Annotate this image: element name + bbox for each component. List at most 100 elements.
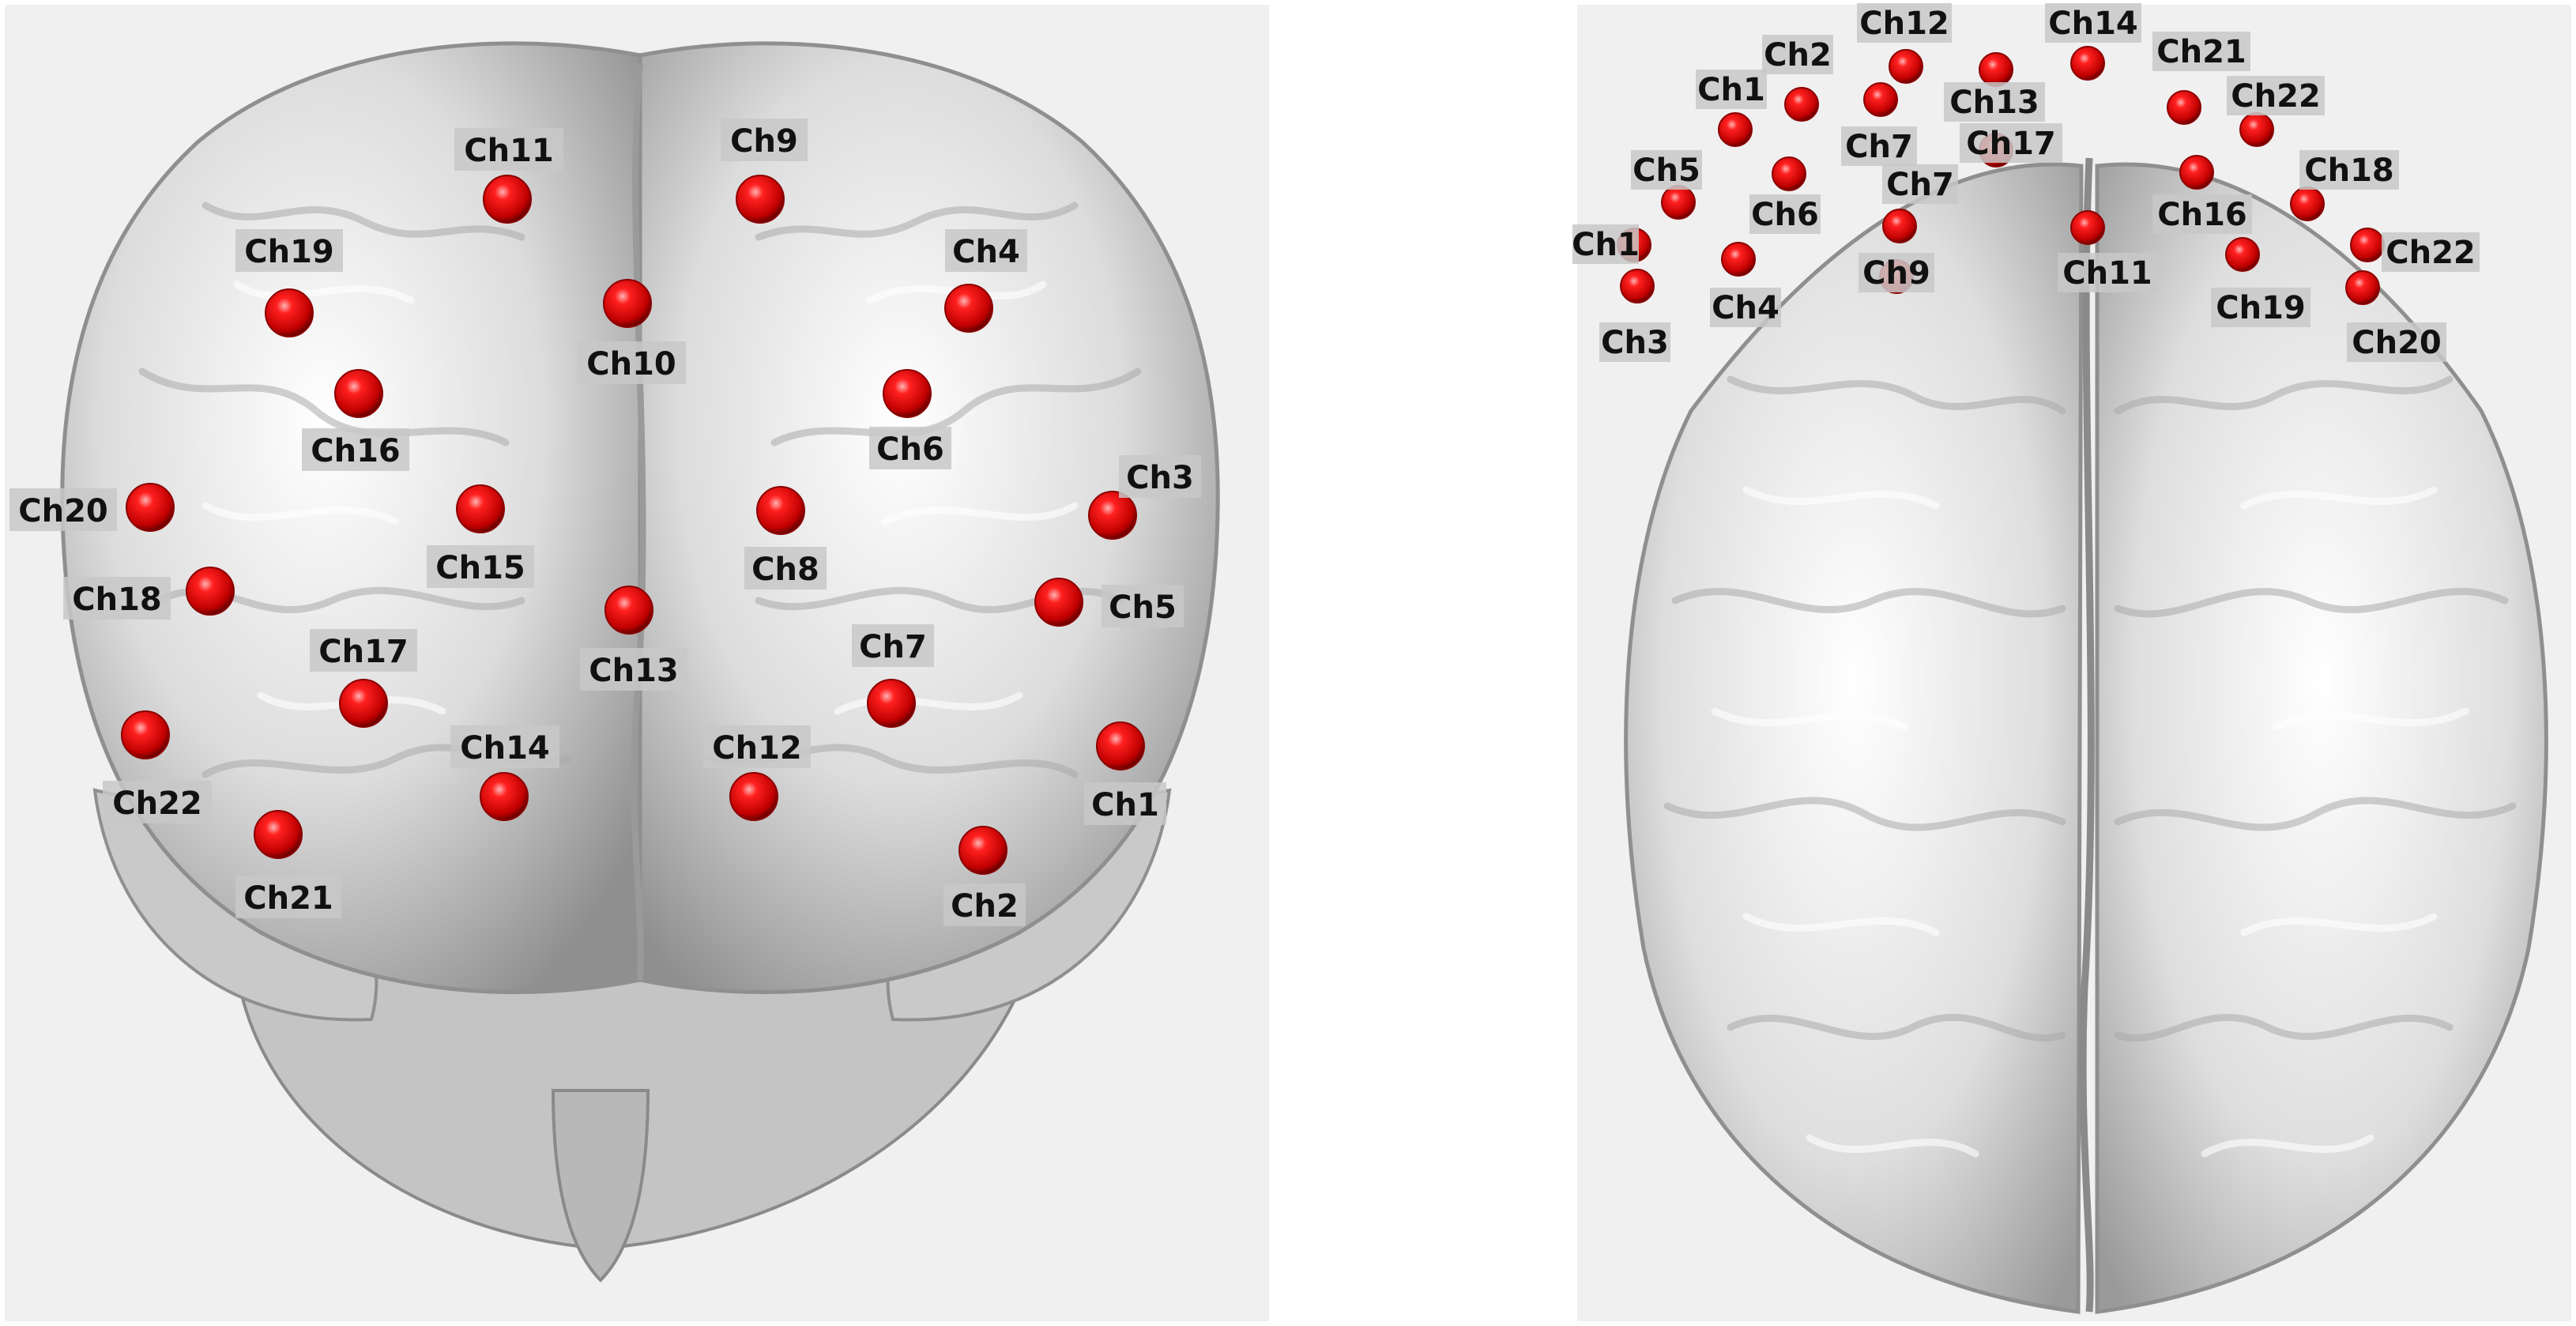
channel-label-ch12: Ch12 <box>712 730 802 767</box>
electrode-ch22 <box>121 710 170 759</box>
electrode-ch10 <box>603 279 652 328</box>
channel-label-ch3: Ch3 <box>1126 460 1194 496</box>
channel-label-bg <box>1119 455 1201 498</box>
electrode-ch12 <box>729 772 778 821</box>
channel-label-bg <box>1631 150 1702 190</box>
electrode-ch21 <box>2167 90 2201 125</box>
channel-label-ch13: Ch13 <box>589 653 679 689</box>
channel-label-bg <box>744 547 827 590</box>
electrode-ch15 <box>456 484 505 533</box>
electrode-ch18 <box>2290 186 2325 221</box>
channel-label-ch10: Ch10 <box>586 346 676 382</box>
channel-label-bg <box>2299 150 2399 190</box>
channel-label-bg <box>1944 82 2045 122</box>
channel-label-bg <box>943 883 1026 926</box>
channel-label-ch16: Ch16 <box>311 433 401 469</box>
channel-label-ch15: Ch15 <box>435 550 525 586</box>
electrode-ch4 <box>944 284 993 333</box>
channel-label-ch6: Ch6 <box>876 431 944 468</box>
channel-label-ch12: Ch12 <box>1859 6 1949 42</box>
channel-label-bg <box>2227 76 2325 115</box>
channel-label-ch17: Ch17 <box>1966 126 2056 162</box>
channel-label-ch6: Ch6 <box>1751 197 1819 233</box>
channel-label-bg <box>580 648 687 691</box>
channel-label-bg <box>2152 194 2252 234</box>
electrode-ch13 <box>1979 52 2013 87</box>
channel-label-bg <box>1572 224 1639 264</box>
channel-label-bg <box>310 629 417 672</box>
channel-label-bg <box>1857 3 1952 43</box>
channel-label-bg <box>1599 322 1670 362</box>
channel-label-ch14: Ch14 <box>2048 6 2138 42</box>
channel-label-bg <box>1960 123 2062 163</box>
channel-label-ch16: Ch16 <box>2157 197 2247 233</box>
channel-label-ch18: Ch18 <box>72 582 162 618</box>
electrode-ch19 <box>265 288 314 337</box>
channel-label-bg <box>1710 288 1781 327</box>
electrode-ch22 <box>2239 112 2274 147</box>
channel-label-ch1: Ch1 <box>1091 787 1159 823</box>
channel-label-ch22b: Ch22 <box>2386 235 2476 271</box>
channel-label-ch11: Ch11 <box>464 133 554 169</box>
electrode-ch18 <box>186 567 235 616</box>
channel-label-ch8: Ch8 <box>751 552 819 588</box>
electrode-ch6 <box>883 369 932 418</box>
electrode-ch1 <box>1718 112 1753 147</box>
channel-label-ch7: Ch7 <box>859 629 927 665</box>
channel-label-bg <box>454 128 563 171</box>
electrode-ch7b <box>1882 209 1917 243</box>
electrode-ch1 <box>1096 721 1145 770</box>
channel-label-bg <box>2382 232 2480 272</box>
channel-label-bg <box>703 725 811 768</box>
electrode-ch5 <box>1661 185 1696 220</box>
channel-label-bg <box>1749 194 1821 234</box>
channel-label-bg <box>427 545 534 588</box>
top-electrodes <box>1617 46 2385 305</box>
channel-label-ch22: Ch22 <box>112 785 202 822</box>
channel-label-bg <box>103 781 212 823</box>
channel-label-bg <box>1859 253 1934 292</box>
channel-label-ch13: Ch13 <box>1949 85 2039 121</box>
electrode-ch22b <box>2350 228 2385 262</box>
electrode-ch14 <box>2070 46 2105 81</box>
channel-label-ch17: Ch17 <box>318 634 409 670</box>
electrode-ch21 <box>254 810 303 859</box>
channel-label-bg <box>852 624 934 667</box>
electrode-ch3 <box>1088 491 1137 540</box>
channel-label-bg <box>869 427 951 469</box>
channel-label-ch22: Ch22 <box>2231 78 2321 115</box>
channel-label-bg <box>577 341 686 384</box>
channel-label-ch11: Ch11 <box>2062 255 2152 292</box>
channel-label-bg <box>235 876 341 918</box>
channel-label-ch5: Ch5 <box>1109 590 1177 626</box>
channel-label-bg <box>1841 126 1917 166</box>
channel-label-bg <box>1102 585 1184 627</box>
electrode-ch6 <box>1772 156 1806 191</box>
channel-label-bg <box>2211 288 2310 327</box>
channel-label-ch5: Ch5 <box>1633 153 1700 189</box>
front-electrodes <box>121 175 1145 875</box>
channel-label-ch19: Ch19 <box>2216 290 2306 326</box>
electrode-ch20 <box>2345 270 2380 305</box>
channel-label-ch7b: Ch7 <box>1886 167 1954 203</box>
channel-label-bg <box>2152 32 2250 71</box>
electrode-ch4 <box>1721 242 1756 277</box>
electrode-ch11 <box>483 175 532 224</box>
electrode-ch7a <box>1863 82 1898 117</box>
electrode-ch16 <box>334 369 383 418</box>
channel-label-ch4: Ch4 <box>1712 290 1779 326</box>
channel-label-bg <box>1882 164 1958 204</box>
electrode-ch2 <box>1784 87 1819 122</box>
electrode-ch9 <box>736 175 785 224</box>
channel-label-ch3: Ch3 <box>1601 325 1669 361</box>
channel-label-bg <box>235 229 343 272</box>
electrode-ch19 <box>2225 237 2260 272</box>
channel-label-ch7a: Ch7 <box>1845 129 1913 165</box>
channel-label-bg <box>2347 322 2446 362</box>
electrode-ch11 <box>2070 210 2105 245</box>
channel-label-ch20: Ch20 <box>2352 325 2442 361</box>
